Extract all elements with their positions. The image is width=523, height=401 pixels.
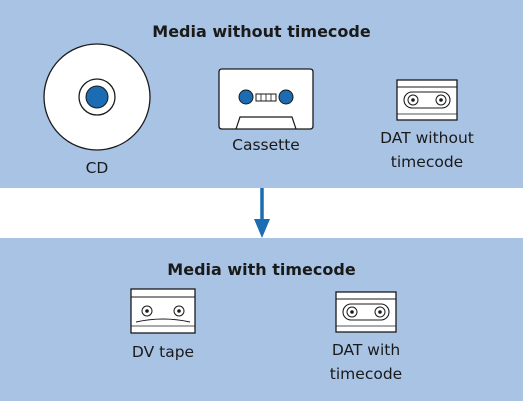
cd-icon — [43, 43, 151, 151]
media-with-timecode-panel: Media with timecode DV tape DAT with tim… — [0, 238, 523, 401]
media-without-timecode-panel: Media without timecode CD Cassette DAT w… — [0, 0, 523, 188]
cd-label: CD — [85, 159, 109, 177]
panel-title: Media without timecode — [152, 22, 371, 41]
cassette-icon — [218, 68, 314, 130]
cassette-label: Cassette — [232, 136, 300, 154]
dat-without-timecode-label-line2: timecode — [390, 153, 464, 171]
dat-tape-icon — [396, 79, 458, 121]
dv-tape-icon — [130, 288, 196, 334]
dat-without-timecode-label-line1: DAT without — [380, 129, 474, 147]
dat-tape-icon — [335, 291, 397, 333]
panel-title: Media with timecode — [167, 260, 356, 279]
dat-with-timecode-label-line2: timecode — [329, 365, 403, 383]
down-arrow-icon — [254, 188, 270, 238]
dat-with-timecode-label-line1: DAT with — [331, 341, 401, 359]
dv-tape-label: DV tape — [131, 343, 195, 361]
